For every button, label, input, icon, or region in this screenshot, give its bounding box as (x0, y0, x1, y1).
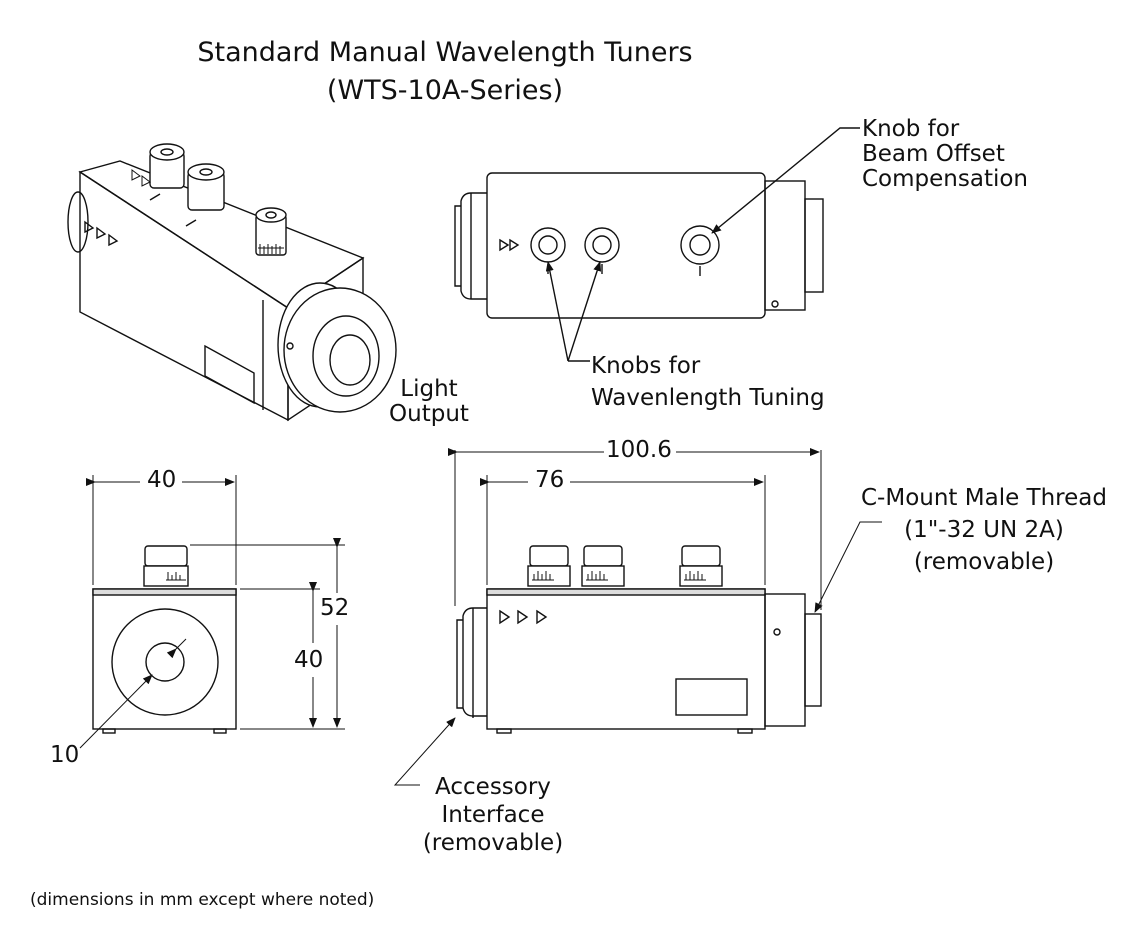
diagram-title: Standard Manual Wavelength Tuners (WTS-1… (190, 34, 700, 110)
dim-width-end: 40 (147, 467, 177, 493)
knobs-tuning-line-1: Knobs for (591, 353, 701, 379)
knob-beam-offset-line-2: Beam Offset (862, 141, 1005, 167)
dim-body-length: 76 (535, 467, 565, 493)
title-line-1: Standard Manual Wavelength Tuners (197, 37, 693, 68)
knobs-tuning-label: Knobs for Wavenlength Tuning (591, 350, 825, 414)
dim-height-total: 52 (320, 595, 350, 621)
dim-overall-length: 100.6 (606, 437, 672, 463)
light-output-label: Light Output (384, 377, 474, 427)
dim-height-body: 40 (294, 647, 324, 673)
accessory-line-2: Interface (441, 802, 545, 828)
top-knob-3 (680, 225, 720, 276)
side-knob-3 (679, 545, 723, 587)
light-output-line-1: Light (400, 376, 458, 402)
dim-aperture: 10 (50, 742, 80, 768)
accessory-line-3: (removable) (422, 830, 564, 856)
side-knob-1 (527, 545, 571, 587)
title-line-2: (WTS-10A-Series) (326, 75, 564, 106)
c-mount-line-1: C-Mount Male Thread (861, 485, 1107, 511)
c-mount-line-3: (removable) (913, 549, 1055, 575)
side-view (393, 448, 882, 786)
iso-knob-1 (149, 143, 185, 201)
isometric-view (67, 143, 397, 422)
knobs-tuning-line-2: Wavenlength Tuning (591, 385, 825, 411)
iso-knob-2 (185, 163, 225, 227)
accessory-line-1: Accessory (435, 774, 551, 800)
top-view (454, 127, 860, 362)
knob-beam-offset-label: Knob for Beam Offset Compensation (862, 117, 1028, 192)
top-knob-1 (530, 227, 566, 274)
units-footnote: (dimensions in mm except where noted) (30, 890, 375, 910)
light-output-line-2: Output (389, 401, 469, 427)
top-knob-2 (584, 227, 620, 274)
c-mount-label: C-Mount Male Thread (1"-32 UN 2A) (remov… (848, 482, 1120, 578)
end-view (79, 475, 345, 749)
c-mount-line-2: (1"-32 UN 2A) (904, 517, 1064, 543)
iso-knob-3 (255, 207, 287, 256)
knob-beam-offset-line-3: Compensation (862, 166, 1028, 192)
knob-beam-offset-line-1: Knob for (862, 116, 960, 142)
side-knob-2 (581, 545, 625, 587)
accessory-label: Accessory Interface (removable) (405, 773, 581, 857)
